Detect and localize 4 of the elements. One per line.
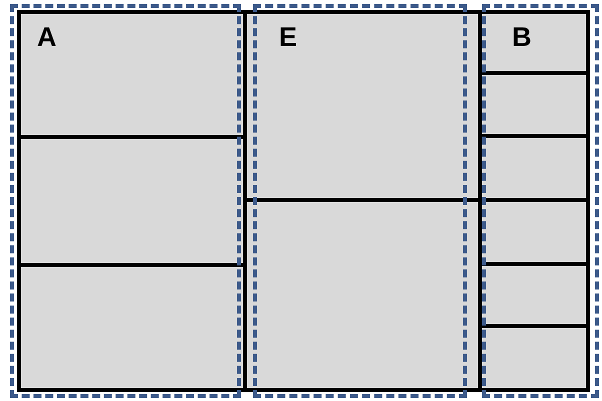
group-title: B (512, 22, 532, 52)
group-title: E (279, 22, 298, 52)
group-title: A (37, 22, 56, 52)
dashed-group-outline (10, 4, 241, 398)
